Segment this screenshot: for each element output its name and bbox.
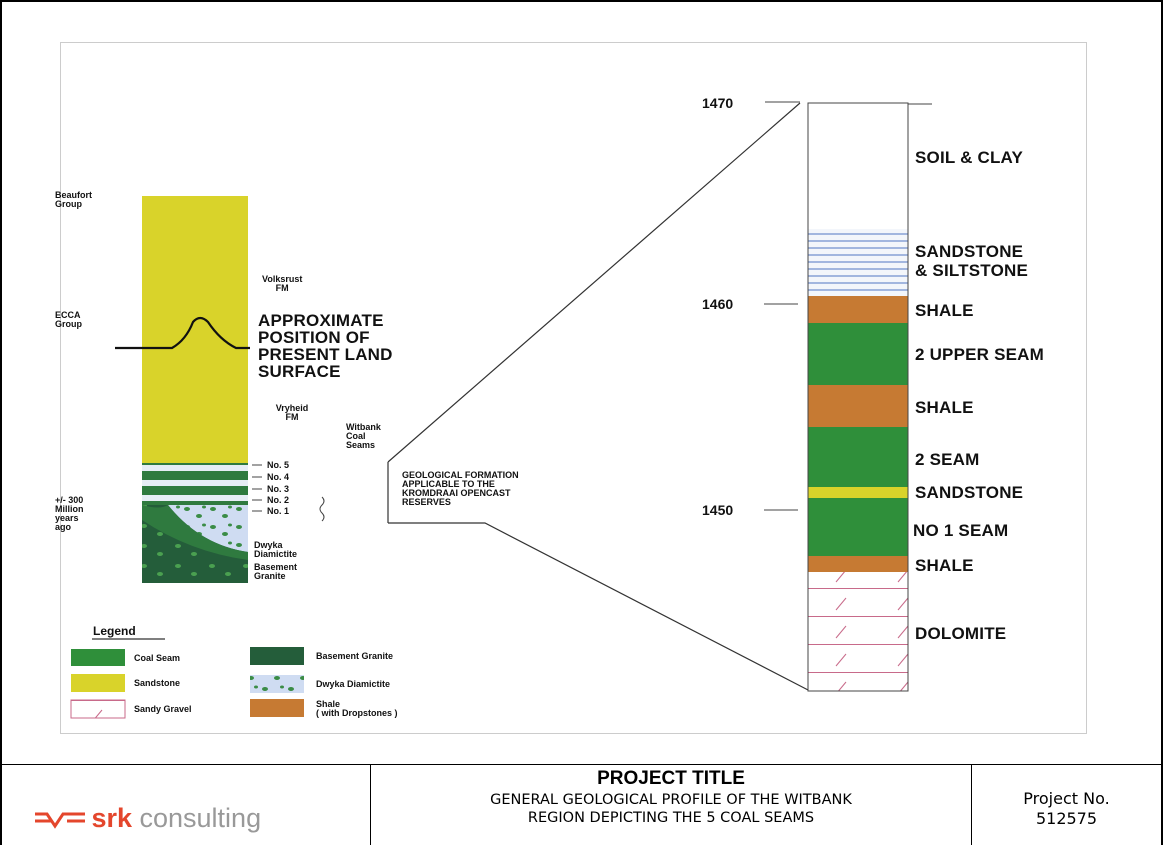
seam-1-layer xyxy=(808,498,908,556)
layer-label-sandstone: SANDSTONE xyxy=(915,242,1024,261)
project-no-value: 512575 xyxy=(1035,809,1098,828)
footer-logo-cell: srk consulting xyxy=(0,764,371,845)
sandstone-column xyxy=(142,196,248,463)
seam-label-5: No. 5 xyxy=(267,460,290,470)
layer-label-soil-clay: SOIL & CLAY xyxy=(915,148,1024,167)
legend-swatch-sandy-gravel xyxy=(70,699,126,719)
dolomite-layer xyxy=(808,572,908,691)
dwyka-lens xyxy=(168,505,248,552)
seam-2-layer xyxy=(808,427,908,487)
coal-seams-striped xyxy=(142,463,248,505)
upper-seam-layer xyxy=(808,323,908,385)
sandstone-siltstone-layer xyxy=(808,229,908,296)
layer-label-2-upper-seam: 2 UPPER SEAM xyxy=(915,345,1044,364)
layer-label-shale-3: SHALE xyxy=(915,556,974,575)
seam-label-3: No. 3 xyxy=(267,484,290,494)
layer-label-sandstone-thin: SANDSTONE xyxy=(915,483,1024,502)
legend-label-coal: Coal Seam xyxy=(134,653,181,663)
srk-logo-icon xyxy=(35,812,85,829)
legend-label-shale: Shale( with Dropstones ) xyxy=(316,699,398,718)
legend-swatch-dwyka xyxy=(250,675,304,693)
elevation-1470: 1470 xyxy=(702,95,734,111)
seam-label-4: No. 4 xyxy=(267,472,290,482)
shale-layer-2 xyxy=(808,385,908,427)
land-surface-line xyxy=(115,316,250,350)
layer-label-shale-2: SHALE xyxy=(915,398,974,417)
shale-layer-1 xyxy=(808,296,908,323)
legend-label-granite: Basement Granite xyxy=(316,651,394,661)
legend-label-sandy-gravel: Sandy Gravel xyxy=(134,704,192,714)
footer-project-no-cell: Project No. 512575 xyxy=(972,764,1163,845)
legend-swatch-shale xyxy=(250,699,304,717)
shale-layer-3 xyxy=(808,556,908,572)
callout-connector xyxy=(387,102,811,692)
layer-label-siltstone: & SILTSTONE xyxy=(915,261,1029,280)
legend-label-dwyka: Dwyka Diamictite xyxy=(316,679,391,689)
project-subtitle-line-2: REGION DEPICTING THE 5 COAL SEAMS xyxy=(527,810,815,826)
legend-label-sandstone: Sandstone xyxy=(134,678,181,688)
legend-title: Legend xyxy=(93,624,136,638)
project-title-heading: PROJECT TITLE xyxy=(597,768,745,789)
srk-logo-bold: srk xyxy=(91,803,132,833)
project-no-label: Project No. xyxy=(1023,789,1110,808)
elevation-1450: 1450 xyxy=(702,502,734,518)
layer-label-2-seam: 2 SEAM xyxy=(915,450,980,469)
layer-label-shale-1: SHALE xyxy=(915,301,974,320)
layer-label-dolomite: DOLOMITE xyxy=(915,624,1007,643)
srk-logo-light: consulting xyxy=(132,803,262,833)
legend-swatch-granite xyxy=(250,647,304,665)
layer-label-no1-seam: NO 1 SEAM xyxy=(913,521,1009,540)
seam-brace xyxy=(319,496,325,522)
legend-swatch-coal xyxy=(71,649,125,666)
seam-label-1: No. 1 xyxy=(267,506,290,516)
seam-ticks xyxy=(252,464,262,512)
right-column-outline xyxy=(807,102,909,692)
srk-logo: srk consulting xyxy=(33,803,261,834)
elevation-1460: 1460 xyxy=(702,296,734,312)
sandstone-layer xyxy=(808,487,908,498)
figure-frame xyxy=(60,42,1087,734)
project-subtitle-line-1: GENERAL GEOLOGICAL PROFILE OF THE WITBAN… xyxy=(490,792,852,808)
footer-title-cell: PROJECT TITLE GENERAL GEOLOGICAL PROFILE… xyxy=(371,764,972,845)
elevation-ticks xyxy=(764,101,932,511)
legend-swatch-sandstone xyxy=(71,674,125,692)
coal-seam-lowest xyxy=(142,505,248,560)
soil-clay-layer xyxy=(808,103,908,229)
seam-label-2: No. 2 xyxy=(267,495,290,505)
